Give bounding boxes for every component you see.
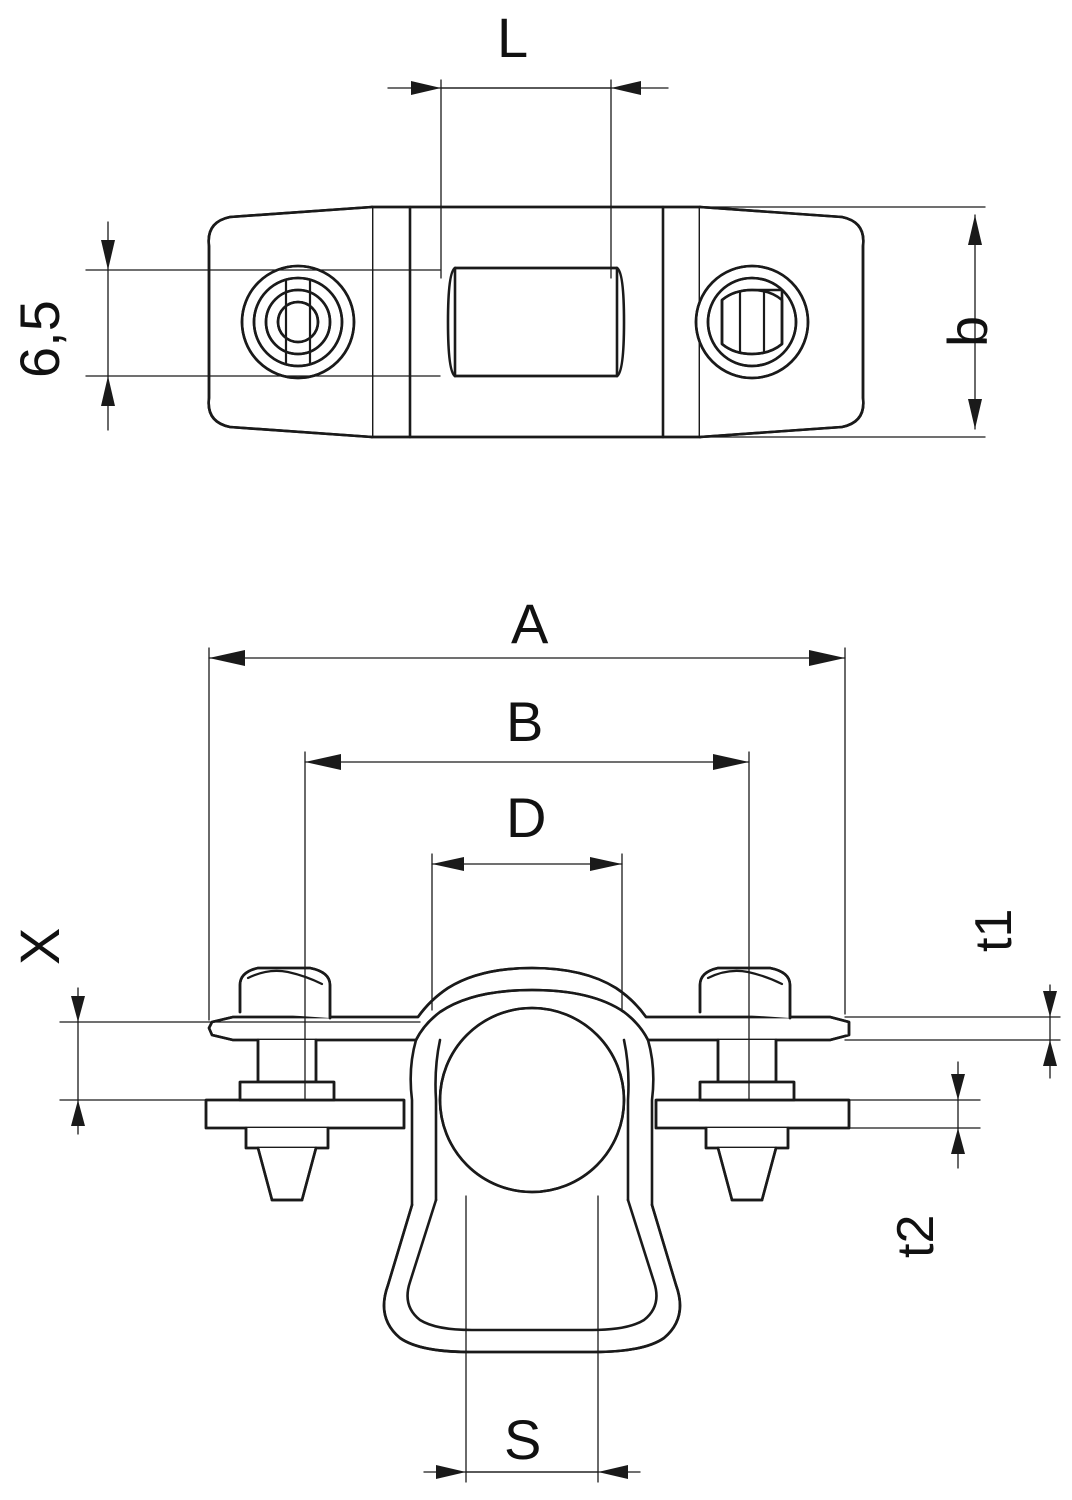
dimension-label-B: B (506, 690, 544, 753)
dimension-label-b: b (936, 315, 999, 347)
front-view-geometry (204, 966, 851, 1354)
top-view-geometry (207, 205, 865, 439)
dimension-label-t1: t1 (965, 908, 1023, 952)
dimension-label-t2: t2 (887, 1214, 945, 1258)
top-view-arrowheads (101, 81, 982, 429)
dimension-label-L: L (497, 6, 529, 69)
dimension-label-D: D (506, 786, 547, 849)
front-view-arrowheads (71, 650, 1057, 1479)
dimension-label-X: X (8, 927, 71, 965)
dimension-label-S: S (504, 1408, 542, 1471)
dimension-label-6-5: 6,5 (8, 300, 71, 378)
dimension-label-A: A (511, 592, 549, 655)
